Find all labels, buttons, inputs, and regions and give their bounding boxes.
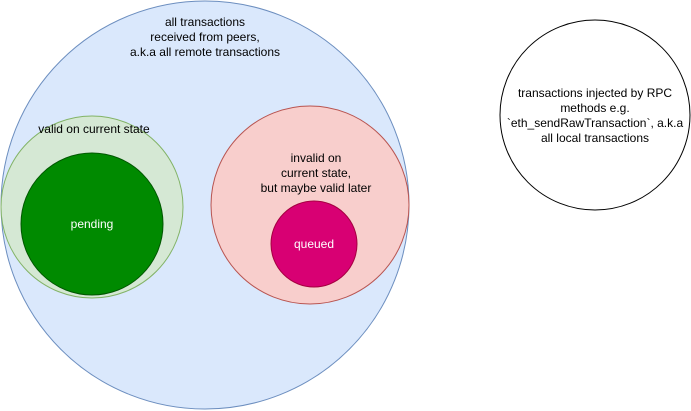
local-transactions-label: transactions injected by RPC methods e.g… <box>506 86 684 145</box>
valid-transactions-label: valid on current state <box>38 122 150 136</box>
invalid-transactions-label: invalid on current state, but maybe vali… <box>260 151 372 195</box>
queued-label: queued <box>293 237 335 251</box>
pending-circle <box>20 152 164 296</box>
pending-label: pending <box>70 217 114 231</box>
remote-transactions-label: all transactions received from peers, a.… <box>129 15 281 59</box>
local-transactions-circle <box>499 19 691 211</box>
queued-circle <box>270 200 358 288</box>
